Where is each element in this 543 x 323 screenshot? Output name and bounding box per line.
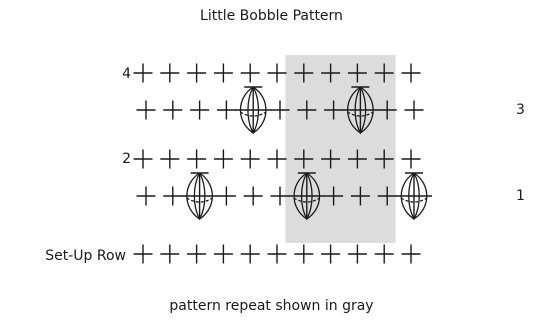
knit-stitch-row4-6 <box>294 63 314 83</box>
bobble-row3-4 <box>235 86 272 135</box>
row-label-1: 1 <box>516 188 525 204</box>
row-label-setup: Set-Up Row <box>45 248 126 264</box>
row-label-2: 2 <box>122 151 131 167</box>
knit-stitch-setup-5 <box>267 244 287 264</box>
knit-stitch-row2-4 <box>240 149 260 169</box>
knit-stitch-setup-4 <box>240 244 260 264</box>
knit-stitch-row1-4 <box>243 186 263 206</box>
knit-stitch-setup-0 <box>133 244 153 264</box>
knit-stitch-row3-9 <box>377 100 397 120</box>
bobble-row1-2 <box>181 172 218 221</box>
knit-stitch-setup-9 <box>374 244 394 264</box>
knit-stitch-setup-6 <box>294 244 314 264</box>
knit-stitch-row3-5 <box>270 100 290 120</box>
knit-stitch-row2-9 <box>374 149 394 169</box>
knit-stitch-row1-3 <box>216 186 236 206</box>
knit-stitch-row1-8 <box>350 186 370 206</box>
knit-stitch-setup-10 <box>401 244 421 264</box>
knit-stitch-row4-2 <box>187 63 207 83</box>
knit-stitch-row3-1 <box>163 100 183 120</box>
knit-stitch-row2-5 <box>267 149 287 169</box>
knit-stitch-row3-7 <box>324 100 344 120</box>
knit-stitch-row4-7 <box>321 63 341 83</box>
knit-stitch-row4-10 <box>401 63 421 83</box>
knit-stitch-row4-1 <box>160 63 180 83</box>
knit-stitch-row3-3 <box>216 100 236 120</box>
knit-stitch-row4-3 <box>213 63 233 83</box>
knit-stitch-setup-1 <box>160 244 180 264</box>
knit-stitch-row2-1 <box>160 149 180 169</box>
knit-stitch-row2-10 <box>401 149 421 169</box>
knit-stitch-row4-8 <box>347 63 367 83</box>
knit-stitch-setup-7 <box>321 244 341 264</box>
knit-stitch-row4-0 <box>133 63 153 83</box>
repeat-caption: pattern repeat shown in gray <box>169 298 374 314</box>
knit-stitch-row1-7 <box>324 186 344 206</box>
stitch-grid <box>133 63 424 264</box>
knit-stitch-row1-9 <box>377 186 397 206</box>
knit-stitch-row2-3 <box>213 149 233 169</box>
knit-stitch-row1-5 <box>270 186 290 206</box>
knit-stitch-row2-7 <box>321 149 341 169</box>
row-label-4: 4 <box>122 66 131 82</box>
knit-stitch-row2-0 <box>133 149 153 169</box>
knit-stitch-row3-6 <box>297 100 317 120</box>
knit-stitch-row1-1 <box>163 186 183 206</box>
knit-stitch-row2-8 <box>347 149 367 169</box>
knit-stitch-setup-8 <box>347 244 367 264</box>
knit-stitch-row2-6 <box>294 149 314 169</box>
knit-stitch-setup-2 <box>187 244 207 264</box>
knit-stitch-row1-0 <box>136 186 156 206</box>
row-label-3: 3 <box>516 102 525 118</box>
bobble-row1-6 <box>288 172 325 221</box>
bobble-row3-8 <box>342 86 379 135</box>
knit-stitch-setup-3 <box>213 244 233 264</box>
knit-stitch-row3-2 <box>190 100 210 120</box>
knit-stitch-row4-4 <box>240 63 260 83</box>
knit-stitch-row2-2 <box>187 149 207 169</box>
knit-stitch-row4-9 <box>374 63 394 83</box>
knit-stitch-row4-5 <box>267 63 287 83</box>
bobble-row1-10 <box>396 172 432 221</box>
pattern-title: Little Bobble Pattern <box>200 8 343 24</box>
bobble-symbols <box>181 86 432 221</box>
knit-stitch-row3-0 <box>136 100 156 120</box>
knit-stitch-row3-10 <box>404 100 424 120</box>
